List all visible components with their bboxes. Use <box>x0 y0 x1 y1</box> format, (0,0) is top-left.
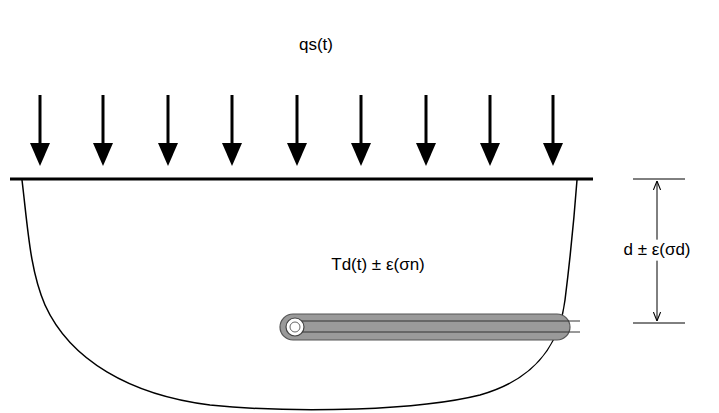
thermocouple-sheath <box>280 314 570 340</box>
flux-arrow <box>416 95 436 166</box>
flux-arrow <box>222 95 242 166</box>
temperature-label: Td(t) ± ε(σn) <box>328 255 428 276</box>
depth-dimension: d ± ε(σd) <box>620 240 693 261</box>
flux-arrow-head <box>416 143 436 166</box>
thermocouple-wire <box>300 321 580 322</box>
flux-arrow-shaft <box>489 95 492 150</box>
flux-arrow <box>480 95 500 166</box>
flux-arrow-shaft <box>296 95 299 150</box>
flux-arrow-shaft <box>425 95 428 150</box>
flux-arrow-head <box>158 143 178 166</box>
thermocouple-junction <box>286 318 304 336</box>
flux-arrow-shaft <box>231 95 234 150</box>
flux-arrow-head <box>222 143 242 166</box>
flux-arrow <box>30 95 50 166</box>
flux-arrow-shaft <box>102 95 105 150</box>
flux-arrow-head <box>351 143 371 166</box>
flux-arrow <box>287 95 307 166</box>
flux-arrow <box>543 95 563 166</box>
heat-flux-label: qs(t) <box>296 35 336 56</box>
flux-arrow <box>158 95 178 166</box>
dimension-tick <box>633 179 685 180</box>
flux-arrow-head <box>287 143 307 166</box>
flux-arrow-shaft <box>552 95 555 150</box>
flux-arrow-head <box>93 143 113 166</box>
flux-arrow-shaft <box>39 95 42 150</box>
flux-arrow-head <box>480 143 500 166</box>
surface-line <box>10 178 593 181</box>
flux-arrow-head <box>543 143 563 166</box>
flux-arrow <box>351 95 371 166</box>
thermocouple-wire <box>300 332 580 333</box>
flux-arrow-head <box>30 143 50 166</box>
flux-arrows <box>30 95 563 166</box>
flux-arrow-shaft <box>360 95 363 150</box>
body-outline <box>22 180 577 410</box>
dimension-tick <box>633 323 685 324</box>
flux-arrow <box>93 95 113 166</box>
flux-arrow-shaft <box>167 95 170 150</box>
thermocouple-junction-core <box>290 322 300 332</box>
